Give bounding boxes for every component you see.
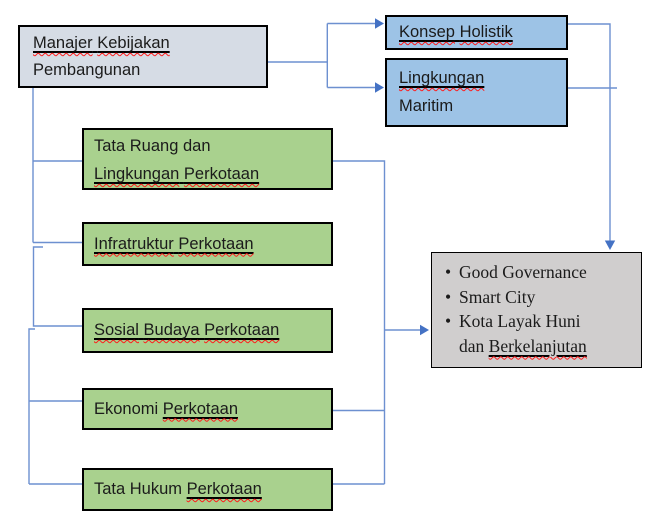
text-line: Sosial Budaya Perkotaan (94, 321, 331, 340)
text-line: Lingkungan (399, 64, 560, 92)
underlined-text: Infratruktur (94, 235, 174, 253)
underlined-text: Perkotaan (187, 480, 262, 498)
underlined-text: Holistik (460, 23, 513, 41)
underlined-text: Budaya (144, 321, 200, 339)
text-line: dan Berkelanjutan (459, 335, 587, 356)
node-hasil-bullet-list: •Good Governance•Smart City•Kota Layak H… (431, 252, 642, 368)
text-line: Tata Hukum Perkotaan (94, 480, 262, 498)
bullet-icon: • (445, 262, 452, 282)
node-sosial-budaya-perkotaan: Sosial Budaya Perkotaan (82, 308, 333, 353)
arrowhead-hasil-left (420, 324, 429, 336)
text-line: Pembangunan (33, 61, 141, 79)
underlined-text: Perkotaan (178, 235, 253, 253)
underlined-text: Perkotaan (184, 165, 259, 183)
misspelled-word: Lingkungan (94, 165, 180, 183)
underlined-text: Berkelanjutan (489, 336, 587, 356)
connector-konsep-to-hasil (568, 23, 611, 241)
text-line: •Kota Layak Huni (432, 309, 641, 334)
node-ekonomi-perkotaan: Ekonomi Perkotaan (82, 388, 333, 430)
underlined-text: Kebijakan (97, 34, 169, 52)
misspelled-word: Infratruktur (94, 234, 174, 253)
misspelled-word: Sosial (94, 321, 139, 339)
arrowhead-hasil-top (604, 240, 616, 250)
bullet-icon: • (445, 311, 452, 331)
underlined-text: Sosial (94, 321, 139, 339)
misspelled-word: Perkotaan (186, 480, 262, 498)
text-line: Infratruktur Perkotaan (94, 235, 331, 254)
misspelled-word: Perkotaan (162, 399, 238, 418)
misspelled-word: Budaya (143, 321, 200, 339)
connector-left-vertical-2 (28, 328, 35, 484)
underlined-text: Perkotaan (204, 321, 279, 339)
misspelled-word: Perkotaan (183, 165, 260, 183)
text-line: Maritim (399, 97, 454, 115)
underlined-text: Lingkungan (399, 69, 484, 87)
text-line: Manajer Kebijakan (33, 30, 260, 57)
arrowhead-konsep (375, 18, 384, 29)
misspelled-word: Manajer (33, 34, 93, 52)
text-line: •Good Governance (432, 260, 641, 285)
text-line: Ekonomi Perkotaan (94, 399, 238, 418)
connector-right-vertical (333, 160, 386, 484)
node-tata-hukum-perkotaan: Tata Hukum Perkotaan (82, 468, 333, 511)
misspelled-word: Holistik (459, 23, 513, 41)
underlined-text: Lingkungan (94, 165, 179, 183)
text-line: •Smart City (432, 285, 641, 310)
misspelled-word: Konsep (399, 23, 455, 41)
misspelled-word: Berkelanjutan (488, 335, 587, 356)
misspelled-word: Kebijakan (97, 34, 170, 52)
text-line: Konsep Holistik (399, 23, 566, 42)
text-line: Lingkungan Perkotaan (94, 160, 325, 188)
connector-to-sosial (32, 246, 82, 327)
underlined-text: Konsep (399, 23, 455, 41)
misspelled-word: Perkotaan (178, 234, 254, 253)
arrowhead-maritim (375, 82, 384, 93)
node-konsep-holistik: Konsep Holistik (385, 15, 568, 50)
misspelled-word: Lingkungan (399, 69, 485, 87)
misspelled-word: Perkotaan (204, 321, 280, 339)
underlined-text: Perkotaan (163, 400, 238, 418)
text-line: Tata Ruang dan (94, 137, 211, 155)
node-infratruktur-perkotaan: Infratruktur Perkotaan (82, 222, 333, 266)
bullet-icon: • (445, 286, 452, 307)
underlined-text: Manajer (33, 34, 93, 52)
